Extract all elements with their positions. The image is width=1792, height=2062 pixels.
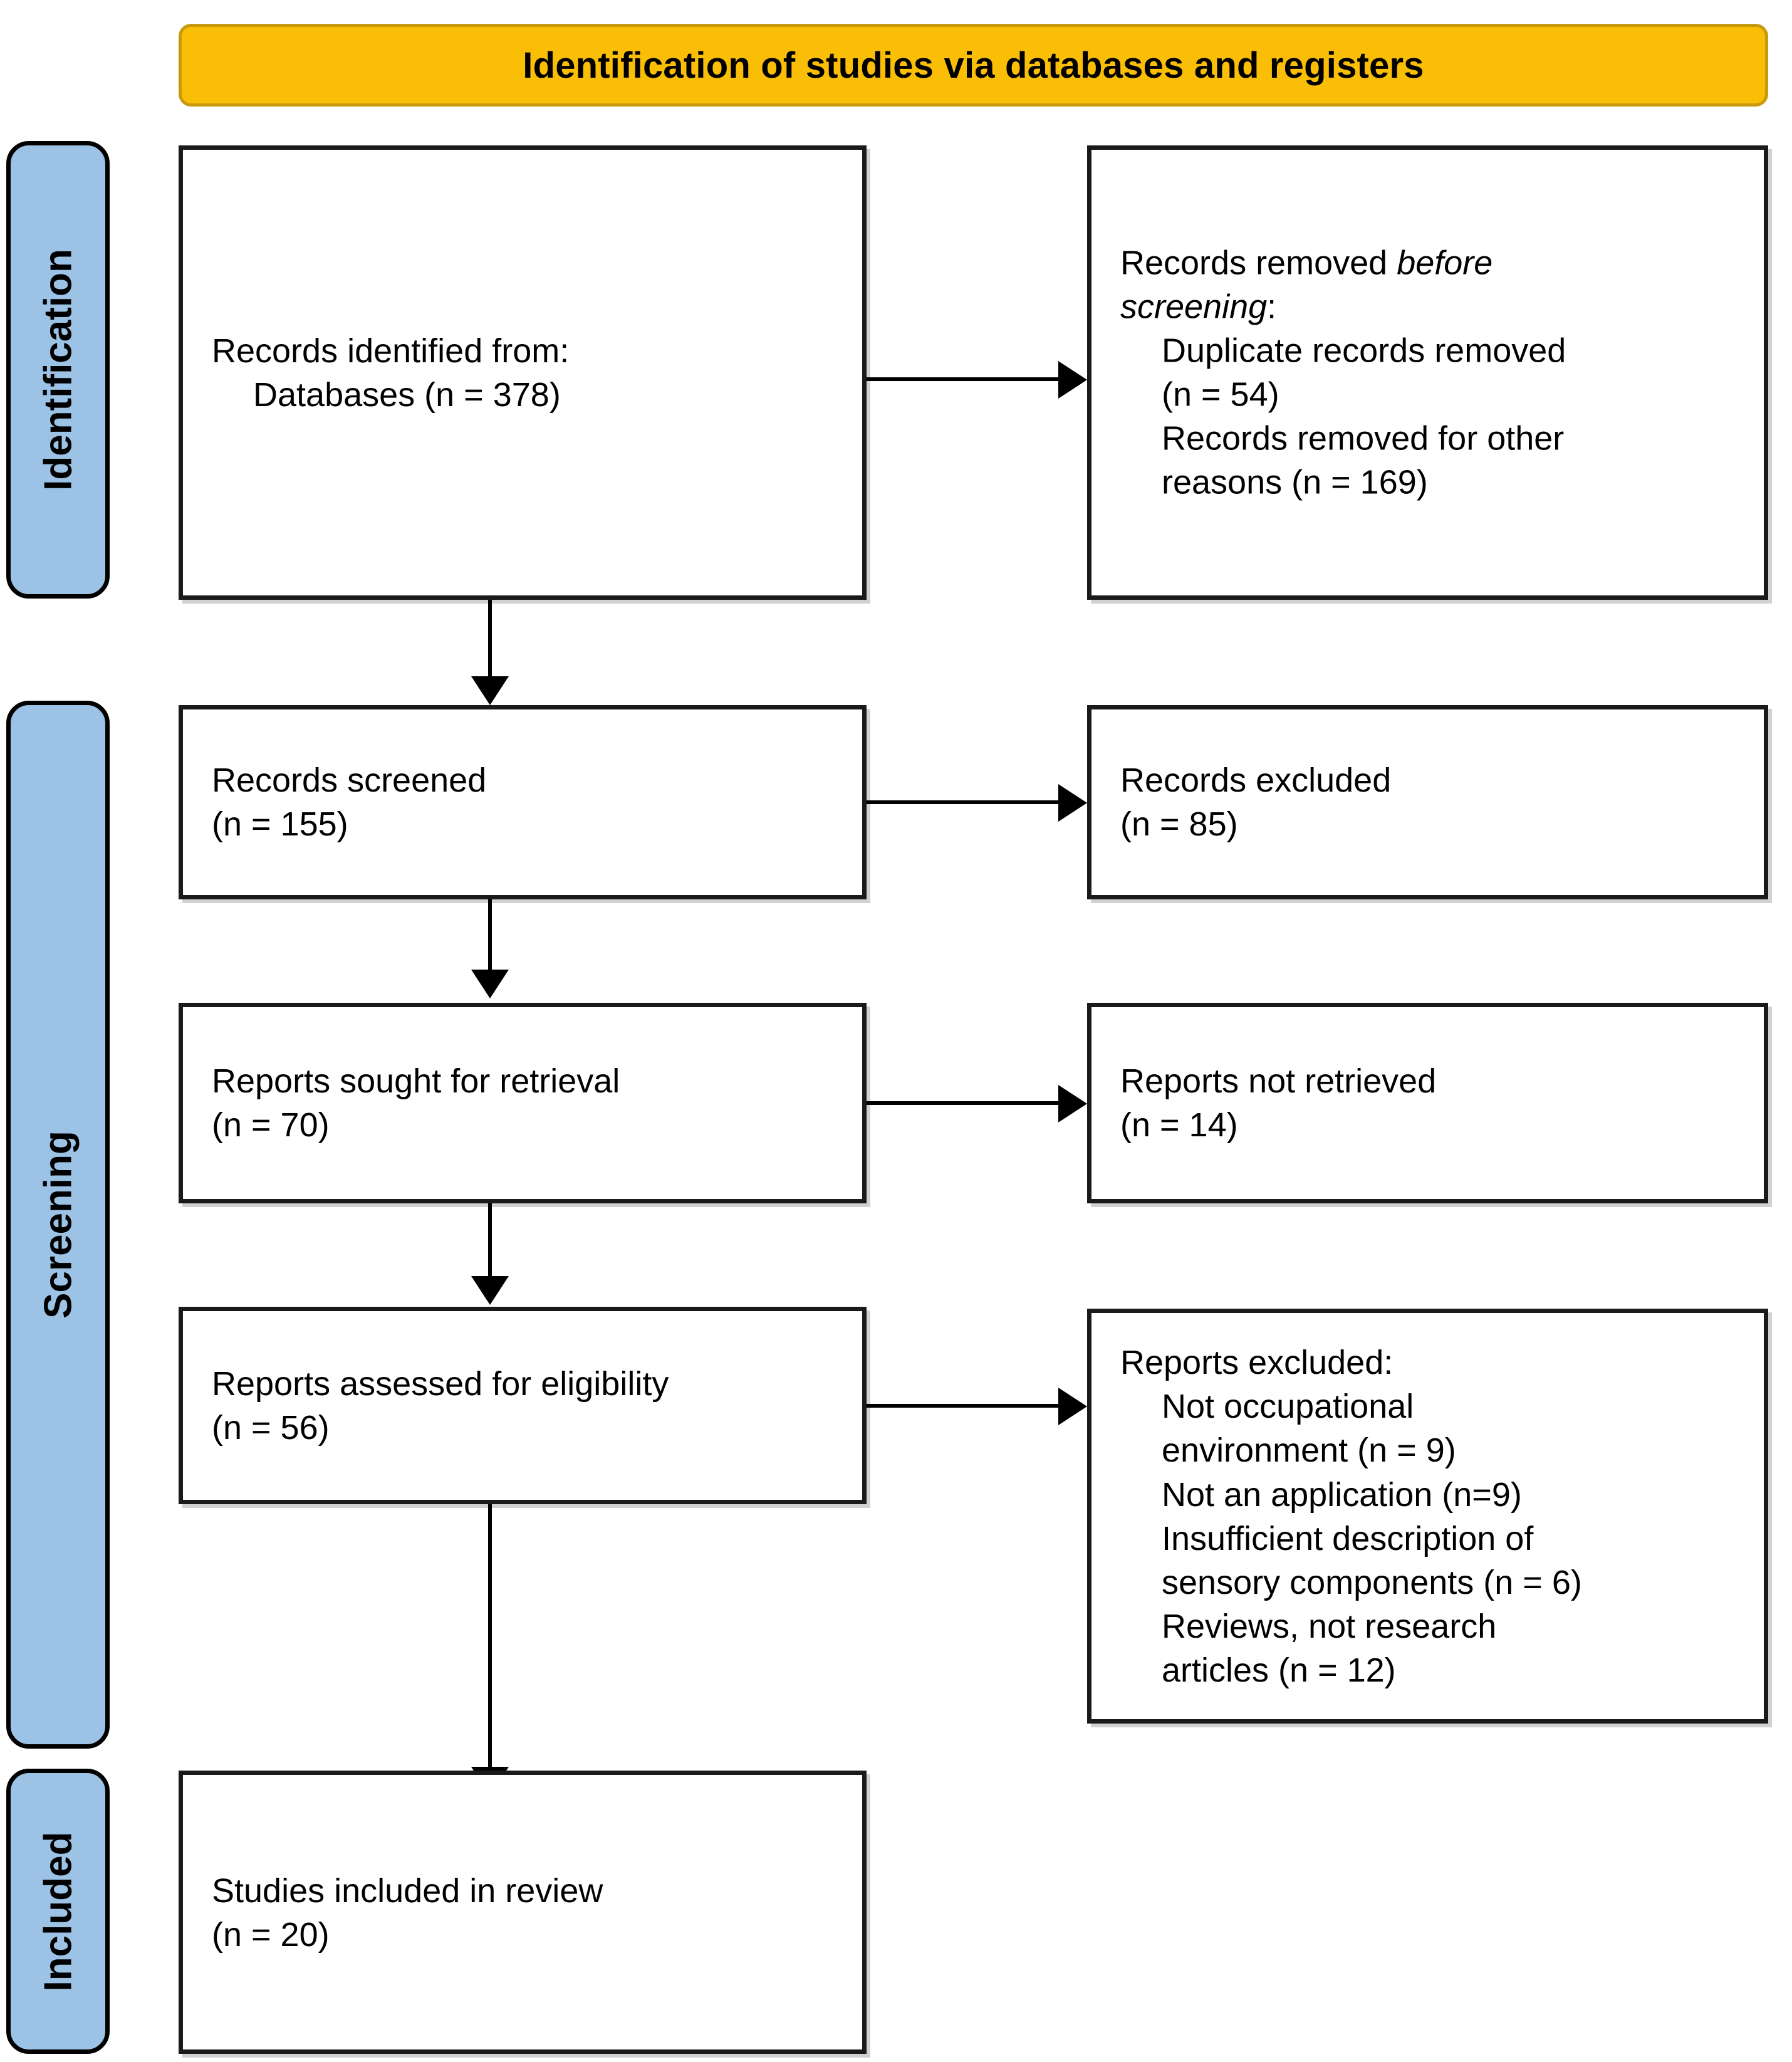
records-removed-line-1-italic: before <box>1397 243 1493 281</box>
records-removed-line-2: screening: <box>1120 285 1745 328</box>
stage-band-identification: Identification <box>6 141 110 599</box>
box-studies-included-in-review: Studies included in review (n = 20) <box>179 1771 867 2054</box>
arrow-head <box>471 676 509 705</box>
box-records-identified-text: Records identified from: Databases (n = … <box>212 328 843 416</box>
arrow-shaft <box>488 899 492 973</box>
stage-band-screening: Screening <box>6 701 110 1749</box>
box-records-removed-before-screening: Records removed before screening: Duplic… <box>1087 145 1768 600</box>
records-removed-line-4: (n = 54) <box>1162 375 1279 414</box>
stage-label-screening: Screening <box>36 1131 80 1319</box>
reports-excluded-line-2: Not occupational <box>1162 1388 1414 1426</box>
records-screened-line-2: (n = 155) <box>212 805 348 843</box>
reports-assessed-line-2: (n = 56) <box>212 1408 330 1447</box>
box-records-excluded: Records excluded (n = 85) <box>1087 705 1768 899</box>
reports-excluded-line-8: articles (n = 12) <box>1162 1651 1396 1690</box>
records-removed-line-2-italic: screening <box>1120 288 1268 326</box>
box-records-screened-text: Records screened (n = 155) <box>212 758 843 846</box>
box-reports-assessed-text: Reports assessed for eligibility (n = 56… <box>212 1361 843 1449</box>
arrow-head <box>1058 1388 1087 1425</box>
records-excluded-line-2: (n = 85) <box>1120 805 1238 843</box>
box-records-screened: Records screened (n = 155) <box>179 705 867 899</box>
arrow-head <box>1058 784 1087 822</box>
box-reports-assessed-for-eligibility: Reports assessed for eligibility (n = 56… <box>179 1307 867 1504</box>
arrow-head <box>471 970 509 998</box>
arrow-shaft <box>867 1404 1066 1408</box>
box-studies-included-text: Studies included in review (n = 20) <box>212 1869 843 1957</box>
box-reports-sought-text: Reports sought for retrieval (n = 70) <box>212 1059 843 1147</box>
box-records-removed-text: Records removed before screening: Duplic… <box>1120 241 1745 505</box>
diagram-header-banner: Identification of studies via databases … <box>179 24 1768 107</box>
records-removed-line-1: Records removed before <box>1120 241 1745 285</box>
reports-excluded-line-5: Insufficient description of <box>1162 1519 1534 1557</box>
records-removed-line-3: Duplicate records removed <box>1162 332 1566 370</box>
arrow-shaft <box>867 1101 1066 1105</box>
records-removed-line-1-plain: Records removed <box>1120 243 1397 281</box>
box-reports-not-retrieved: Reports not retrieved (n = 14) <box>1087 1003 1768 1203</box>
box-records-identified: Records identified from: Databases (n = … <box>179 145 867 600</box>
records-identified-line-1: Records identified from: <box>212 332 570 370</box>
records-removed-line-5: Records removed for other <box>1162 419 1565 458</box>
stage-label-included: Included <box>36 1831 80 1991</box>
records-screened-line-1: Records screened <box>212 761 487 799</box>
records-removed-line-6: reasons (n = 169) <box>1162 463 1428 501</box>
reports-sought-line-1: Reports sought for retrieval <box>212 1062 620 1100</box>
reports-excluded-line-3: environment (n = 9) <box>1162 1431 1456 1470</box>
box-reports-not-retrieved-text: Reports not retrieved (n = 14) <box>1120 1059 1745 1147</box>
records-removed-line-2-colon: : <box>1267 288 1277 326</box>
reports-excluded-line-4: Not an application (n=9) <box>1162 1475 1522 1514</box>
reports-not-retrieved-line-2: (n = 14) <box>1120 1106 1238 1144</box>
reports-excluded-line-1: Reports excluded: <box>1120 1344 1393 1381</box>
studies-included-line-1: Studies included in review <box>212 1872 603 1910</box>
box-reports-excluded-text: Reports excluded: Not occupational envir… <box>1120 1341 1745 1693</box>
arrow-head <box>1058 1085 1087 1123</box>
arrow-shaft <box>867 377 1066 381</box>
studies-included-line-2: (n = 20) <box>212 1916 330 1954</box>
stage-band-included: Included <box>6 1769 110 2054</box>
reports-sought-line-2: (n = 70) <box>212 1106 330 1144</box>
diagram-title: Identification of studies via databases … <box>523 44 1424 86</box>
box-reports-excluded: Reports excluded: Not occupational envir… <box>1087 1309 1768 1724</box>
stage-label-identification: Identification <box>36 249 80 491</box>
arrow-head <box>471 1276 509 1305</box>
arrow-shaft <box>488 600 492 680</box>
arrow-shaft <box>488 1504 492 1771</box>
records-identified-line-2: Databases (n = 378) <box>253 375 561 414</box>
arrow-shaft <box>867 800 1066 804</box>
records-excluded-line-1: Records excluded <box>1120 761 1392 799</box>
arrow-shaft <box>488 1203 492 1280</box>
reports-assessed-line-1: Reports assessed for eligibility <box>212 1364 669 1403</box>
box-records-excluded-text: Records excluded (n = 85) <box>1120 758 1745 846</box>
arrow-head <box>1058 361 1087 399</box>
reports-not-retrieved-line-1: Reports not retrieved <box>1120 1062 1437 1100</box>
reports-excluded-line-7: Reviews, not research <box>1162 1608 1497 1646</box>
box-reports-sought-for-retrieval: Reports sought for retrieval (n = 70) <box>179 1003 867 1203</box>
reports-excluded-line-6: sensory components (n = 6) <box>1162 1563 1582 1601</box>
